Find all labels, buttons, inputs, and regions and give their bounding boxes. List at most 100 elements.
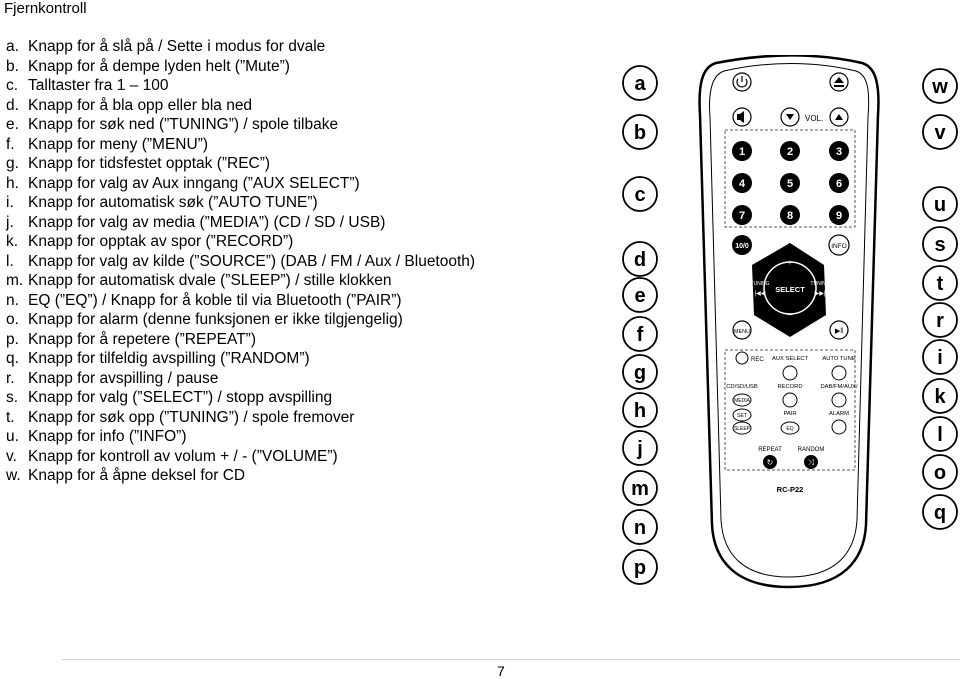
- callout-b: b: [622, 114, 658, 150]
- item-letter: t.: [6, 408, 15, 426]
- svg-text:e: e: [634, 285, 645, 307]
- list-item: k.Knapp for opptak av spor (”RECORD”): [6, 232, 475, 252]
- callout-c: c: [622, 176, 658, 212]
- svg-text:r: r: [936, 310, 944, 332]
- eq-button: EQ: [780, 421, 800, 435]
- item-text: Knapp for meny (”MENU”): [28, 135, 209, 153]
- svg-text:⤨: ⤨: [808, 458, 815, 467]
- digit-7-button: 7: [732, 205, 752, 225]
- item-text: Knapp for info (”INFO”): [28, 428, 187, 445]
- item-text: Talltaster fra 1 – 100: [28, 77, 169, 94]
- svg-text:SELECT: SELECT: [775, 285, 805, 294]
- page-title: Fjernkontroll: [4, 0, 87, 17]
- callout-f: f: [622, 316, 658, 352]
- svg-text:8: 8: [787, 210, 793, 222]
- item-text: Knapp for avspilling / pause: [28, 369, 219, 387]
- callout-h: h: [622, 392, 658, 428]
- item-letter: l.: [6, 252, 14, 270]
- item-letter: u.: [6, 428, 19, 445]
- svg-text:b: b: [634, 122, 646, 144]
- item-letter: o.: [6, 311, 19, 328]
- item-letter: g.: [6, 155, 19, 172]
- item-letter: f.: [6, 135, 15, 153]
- item-text: Knapp for kontroll av volum + / - (”VOLU…: [28, 447, 338, 465]
- svg-text:RANDOM: RANDOM: [798, 447, 825, 453]
- list-item: n.EQ (”EQ”) / Knapp for å koble til via …: [6, 291, 475, 311]
- svg-text:5: 5: [787, 178, 793, 190]
- svg-text:4: 4: [739, 178, 746, 190]
- item-letter: d.: [6, 96, 19, 114]
- list-item: j.Knapp for valg av media (”MEDIA”) (CD …: [6, 213, 475, 233]
- item-letter: k.: [6, 233, 19, 250]
- rec-button: REC: [735, 351, 764, 365]
- mute-button: [732, 107, 752, 127]
- item-text: Knapp for automatisk søk (”AUTO TUNE”): [28, 194, 318, 211]
- svg-text:VOL.: VOL.: [805, 114, 823, 123]
- alarm-button: ALARM: [829, 411, 849, 435]
- svg-text:c: c: [634, 184, 645, 206]
- item-text: Knapp for tidsfestet opptak (”REC”): [28, 155, 271, 172]
- list-item: h.Knapp for valg av Aux inngang (”AUX SE…: [6, 174, 475, 194]
- footer-divider: [62, 659, 960, 660]
- item-letter: i.: [6, 194, 14, 211]
- digit-4-button: 4: [732, 173, 752, 193]
- svg-text:▶ǁ: ▶ǁ: [835, 328, 843, 335]
- svg-text:g: g: [634, 362, 646, 384]
- cd-sd-usb-button: CD/SD/USB: [726, 384, 758, 390]
- item-letter: w.: [6, 467, 21, 484]
- list-item: q.Knapp for tilfeldig avspilling (”RANDO…: [6, 349, 475, 369]
- info-button: INFO: [828, 234, 850, 256]
- digit-9-button: 9: [829, 205, 849, 225]
- svg-text:TUNING: TUNING: [810, 281, 829, 287]
- svg-text:h: h: [634, 400, 646, 422]
- list-item: f. Knapp for meny (”MENU”): [6, 135, 475, 155]
- list-item: e.Knapp for søk ned (”TUNING”) / spole t…: [6, 115, 475, 135]
- callout-r: r: [922, 302, 958, 338]
- svg-text:3: 3: [836, 146, 842, 158]
- svg-text:–: –: [788, 310, 793, 319]
- svg-text:SLEEP: SLEEP: [734, 426, 751, 432]
- item-text: Knapp for å dempe lyden helt (”Mute”): [28, 57, 290, 75]
- svg-text:MENU: MENU: [734, 329, 750, 335]
- callout-j: j: [622, 430, 658, 466]
- list-item: p.Knapp for å repetere (”REPEAT”): [6, 330, 475, 350]
- svg-text:+: +: [788, 258, 793, 267]
- callout-m: m: [622, 470, 658, 506]
- svg-text:s: s: [934, 234, 945, 256]
- svg-text:v: v: [934, 122, 946, 144]
- item-letter: m.: [6, 272, 24, 289]
- repeat-button: REPEAT ↻: [758, 447, 782, 469]
- svg-text:DAB/FM/AUX/: DAB/FM/AUX/: [820, 384, 857, 390]
- record-button: RECORD: [777, 384, 803, 408]
- list-item: l.Knapp for valg av kilde (”SOURCE”) (DA…: [6, 252, 475, 272]
- callout-d: d: [622, 241, 658, 277]
- svg-text:▶▶|: ▶▶|: [815, 291, 826, 297]
- item-text: Knapp for valg av media (”MEDIA”) (CD / …: [28, 213, 386, 231]
- svg-text:t: t: [937, 273, 944, 295]
- list-item: w.Knapp for å åpne deksel for CD: [6, 466, 475, 486]
- svg-text:CD/SD/USB: CD/SD/USB: [726, 384, 758, 390]
- list-item: c.Talltaster fra 1 – 100: [6, 76, 475, 96]
- svg-text:w: w: [931, 76, 948, 98]
- svg-text:SET: SET: [737, 413, 747, 419]
- svg-text:AUTO TUNE: AUTO TUNE: [822, 356, 855, 362]
- list-item: o.Knapp for alarm (denne funksjonen er i…: [6, 310, 475, 330]
- callout-w: w: [922, 68, 958, 104]
- digit-8-button: 8: [780, 205, 800, 225]
- callout-p: p: [622, 549, 658, 585]
- svg-text:7: 7: [739, 210, 745, 222]
- auto-tune-button: AUTO TUNE: [822, 356, 856, 381]
- item-letter: s.: [6, 389, 19, 406]
- item-text: Knapp for valg (”SELECT”) / stopp avspil…: [28, 389, 333, 406]
- digit-1-button: 1: [732, 141, 752, 161]
- power-button: [732, 72, 752, 92]
- callout-u: u: [922, 186, 958, 222]
- svg-text:TUNING: TUNING: [750, 281, 769, 287]
- svg-text:q: q: [934, 502, 946, 524]
- callout-i: i: [922, 339, 958, 375]
- svg-text:p: p: [634, 557, 646, 579]
- model-label: RC-P22: [777, 485, 804, 494]
